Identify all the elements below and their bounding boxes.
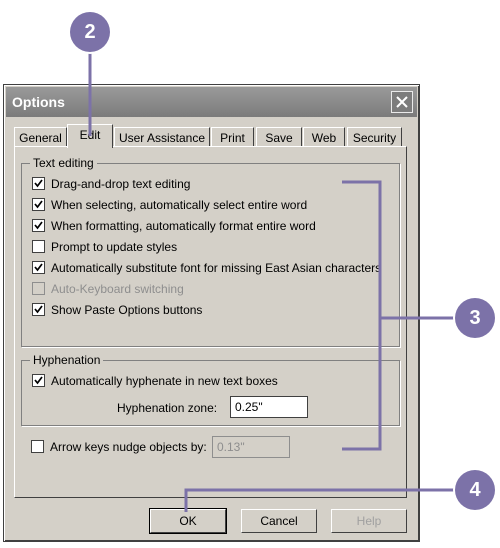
tab-print[interactable]: Print <box>211 127 254 147</box>
checkmark-icon <box>34 376 43 385</box>
checkbox[interactable] <box>32 374 45 387</box>
nudge-distance-input: 0.13" <box>212 436 290 458</box>
text-editing-group: Text editing Drag-and-drop text editing … <box>21 156 400 347</box>
tab-user-assistance[interactable]: User Assistance <box>114 127 210 147</box>
checkmark-icon <box>34 179 43 188</box>
callout-step-3: 3 <box>455 298 495 338</box>
checkbox[interactable] <box>32 198 45 211</box>
checkmark-icon <box>34 263 43 272</box>
close-icon <box>396 96 408 108</box>
hyphenation-group: Hyphenation Automatically hyphenate in n… <box>21 353 400 426</box>
checkmark-icon <box>34 221 43 230</box>
callout-step-2: 2 <box>70 12 110 52</box>
checkbox[interactable] <box>32 177 45 190</box>
checkbox[interactable] <box>32 261 45 274</box>
hyphenation-zone-label: Hyphenation zone: <box>117 401 218 415</box>
checkmark-icon <box>34 305 43 314</box>
cancel-button[interactable]: Cancel <box>241 509 317 533</box>
ok-button[interactable]: OK <box>149 508 227 534</box>
checkbox[interactable] <box>32 303 45 316</box>
checkmark-icon <box>34 200 43 209</box>
hyphenation-zone-input[interactable]: 0.25" <box>230 396 308 418</box>
hyphenation-label: Hyphenation <box>30 353 104 367</box>
tab-strip: General Edit User Assistance Print Save … <box>14 124 409 148</box>
checkbox <box>32 282 45 295</box>
callout-step-4: 4 <box>455 470 495 510</box>
title-bar: Options <box>6 87 417 117</box>
options-dialog: Options General Edit User Assistance Pri… <box>3 84 420 542</box>
text-editing-label: Text editing <box>30 156 97 170</box>
checkbox[interactable] <box>32 240 45 253</box>
tab-security[interactable]: Security <box>347 127 402 147</box>
close-button[interactable] <box>391 91 413 113</box>
checkbox[interactable] <box>32 219 45 232</box>
tab-save[interactable]: Save <box>256 127 302 147</box>
edit-tab-panel: Text editing Drag-and-drop text editing … <box>14 146 407 498</box>
dialog-title: Options <box>12 94 65 110</box>
tab-general[interactable]: General <box>14 127 67 147</box>
help-button: Help <box>331 509 407 533</box>
checkbox[interactable] <box>31 440 44 453</box>
tab-web[interactable]: Web <box>303 127 345 147</box>
